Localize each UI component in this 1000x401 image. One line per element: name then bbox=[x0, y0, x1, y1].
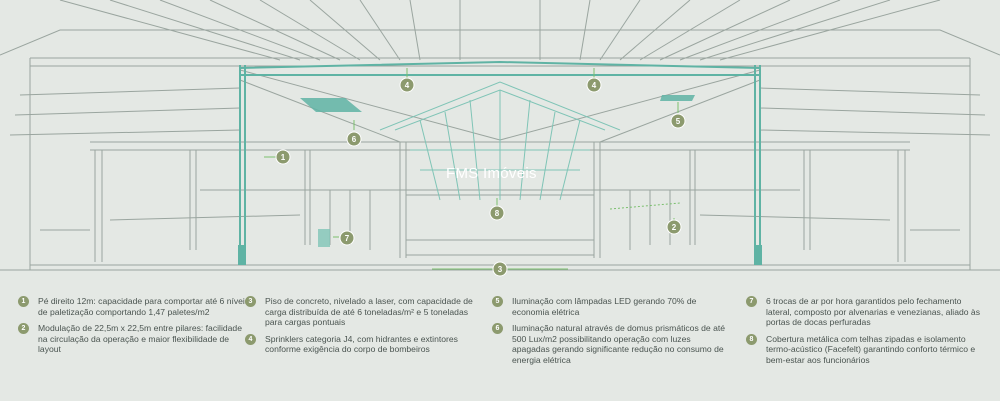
legend-text: Cobertura metálica com telhas zipadas e … bbox=[766, 333, 976, 365]
legend-text: Piso de concreto, nivelado a laser, com … bbox=[265, 296, 473, 328]
legend-text: Modulação de 22,5m x 22,5m entre pilares… bbox=[38, 323, 242, 355]
callout-marker-2: 2 bbox=[666, 219, 682, 235]
callout-marker-1: 1 bbox=[275, 149, 291, 165]
vent-panel bbox=[318, 229, 330, 247]
legend: 1 Pé direito 12m: capacidade para compor… bbox=[0, 296, 1000, 401]
legend-item-1: 1 Pé direito 12m: capacidade para compor… bbox=[18, 296, 253, 317]
legend-item-5: 5 Iluminação com lâmpadas LED gerando 70… bbox=[492, 296, 727, 317]
floor-slab-accent bbox=[238, 245, 244, 265]
callout-circle bbox=[275, 149, 291, 165]
legend-badge: 1 bbox=[18, 296, 29, 307]
legend-text: Sprinklers categoria J4, com hidrantes e… bbox=[265, 333, 458, 355]
main-portal-frame bbox=[239, 60, 761, 265]
callout-circle bbox=[666, 219, 682, 235]
callout-marker-8: 8 bbox=[489, 205, 505, 221]
callout-marker-4: 4 bbox=[586, 77, 602, 93]
watermark: FMS Imóveis bbox=[446, 165, 537, 182]
legend-badge: 7 bbox=[746, 296, 757, 307]
legend-text: Iluminação com lâmpadas LED gerando 70% … bbox=[512, 296, 697, 317]
callout-marker-4: 4 bbox=[399, 77, 415, 93]
callout-number: 2 bbox=[672, 223, 677, 232]
legend-text: 6 trocas de ar por hora garantidos pelo … bbox=[766, 296, 981, 328]
legend-column-4: 7 6 trocas de ar por hora garantidos pel… bbox=[746, 296, 981, 372]
callout-marker-3: 3 bbox=[492, 261, 508, 277]
callout-circle bbox=[346, 131, 362, 147]
skylight-panel-left bbox=[300, 98, 362, 112]
callout-number: 4 bbox=[405, 81, 410, 90]
skylight-domus bbox=[379, 81, 621, 201]
legend-badge: 5 bbox=[492, 296, 503, 307]
floor-slab-accent-right bbox=[756, 245, 762, 265]
legend-badge: 2 bbox=[18, 323, 29, 335]
warehouse-structure-diagram: 1 2 3 4 4 5 6 7 8 bbox=[0, 0, 1000, 277]
legend-badge: 4 bbox=[245, 333, 256, 345]
callout-number: 5 bbox=[676, 117, 681, 126]
legend-badge: 8 bbox=[746, 333, 757, 345]
callout-circle bbox=[586, 77, 602, 93]
legend-badge: 6 bbox=[492, 323, 503, 335]
legend-text: Iluminação natural através de domus pris… bbox=[512, 323, 726, 365]
roof-outline bbox=[0, 29, 1000, 56]
callout-circle bbox=[339, 230, 355, 246]
callout-circle bbox=[489, 205, 505, 221]
skylight-panel-right bbox=[660, 95, 695, 101]
callout-number: 4 bbox=[592, 81, 597, 90]
legend-item-2: 2 Modulação de 22,5m x 22,5m entre pilar… bbox=[18, 323, 253, 355]
callout-number: 1 bbox=[281, 153, 286, 162]
callout-number: 7 bbox=[345, 234, 350, 243]
callout-marker-5: 5 bbox=[670, 113, 686, 129]
legend-item-4: 4 Sprinklers categoria J4, com hidrantes… bbox=[245, 333, 480, 355]
legend-item-7: 7 6 trocas de ar por hora garantidos pel… bbox=[746, 296, 981, 328]
legend-column-3: 5 Iluminação com lâmpadas LED gerando 70… bbox=[492, 296, 727, 372]
legend-column-1: 1 Pé direito 12m: capacidade para compor… bbox=[18, 296, 253, 361]
callout-number: 3 bbox=[498, 265, 503, 274]
callout-circle bbox=[492, 261, 508, 277]
callout-circle bbox=[399, 77, 415, 93]
legend-text: Pé direito 12m: capacidade para comporta… bbox=[38, 296, 250, 317]
legend-badge: 3 bbox=[245, 296, 256, 307]
legend-column-2: 3 Piso de concreto, nivelado a laser, co… bbox=[245, 296, 480, 361]
callout-number: 6 bbox=[352, 135, 357, 144]
legend-item-3: 3 Piso de concreto, nivelado a laser, co… bbox=[245, 296, 480, 328]
callout-marker-7: 7 bbox=[339, 230, 355, 246]
legend-item-6: 6 Iluminação natural através de domus pr… bbox=[492, 323, 727, 365]
callout-marker-6: 6 bbox=[346, 131, 362, 147]
callout-circle bbox=[670, 113, 686, 129]
callout-number: 8 bbox=[495, 209, 500, 218]
legend-item-8: 8 Cobertura metálica com telhas zipadas … bbox=[746, 333, 981, 366]
